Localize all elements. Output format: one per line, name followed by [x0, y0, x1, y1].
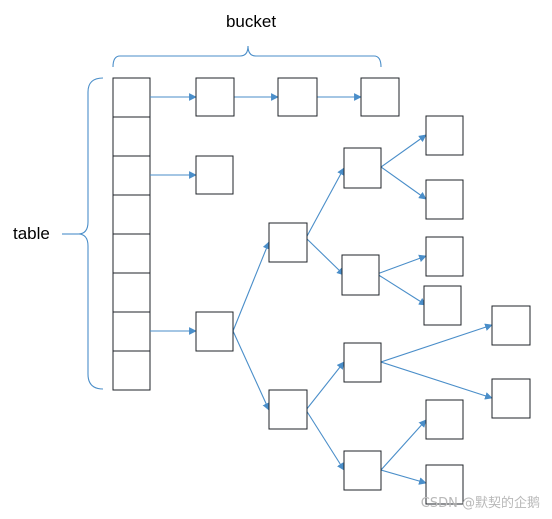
tree-lower-node: [268, 389, 308, 430]
tree-node-a: [343, 147, 382, 189]
table-slot-8: [112, 350, 151, 391]
edge-c-leaf1: [380, 323, 493, 363]
table-brace: [77, 77, 104, 390]
table-slot-1: [112, 77, 151, 118]
table-slot-7: [112, 311, 151, 352]
leaf-node-4: [423, 285, 462, 326]
table-slot-5: [112, 233, 151, 274]
leaf-node-6: [491, 378, 531, 419]
table-slot-6: [112, 272, 151, 313]
list-node-3: [360, 77, 400, 117]
edge-b-leaf1: [376, 254, 427, 275]
edge-upper-b: [305, 237, 345, 276]
edge-a-leaf1: [380, 134, 427, 168]
table-slot-2: [112, 116, 151, 157]
tree-upper-node: [268, 222, 308, 263]
leaf-node-1: [425, 115, 464, 156]
list-node-2: [277, 77, 318, 117]
leaf-node-3: [425, 236, 464, 277]
edge-c-leaf2: [380, 361, 493, 400]
connectors: [150, 93, 493, 485]
tree-root-node: [195, 311, 234, 352]
tree-node-b: [341, 254, 380, 296]
tree-node-c: [343, 342, 382, 383]
leaf-node-5: [491, 305, 531, 346]
edge-a-leaf2: [380, 166, 427, 200]
edge-b-leaf2: [376, 273, 427, 306]
table-slot-4: [112, 194, 151, 235]
leaf-node-2: [425, 179, 464, 220]
watermark-text: CSDN @默契的企鹅: [421, 495, 540, 511]
edge-root-lower: [232, 330, 270, 411]
bucket-label: bucket: [226, 12, 276, 31]
nodes: [195, 77, 531, 505]
table-column: [112, 77, 151, 391]
edge-root-upper: [232, 241, 270, 332]
tree-node-d: [343, 450, 382, 491]
bucket-brace: [112, 45, 382, 68]
leaf-node-8: [425, 464, 464, 505]
slot3-node: [195, 155, 234, 195]
leaf-node-7: [425, 399, 464, 440]
edge-d-leaf1: [380, 419, 427, 471]
edge-upper-a: [305, 167, 345, 239]
edge-lower-b: [305, 409, 345, 471]
list-node-1: [195, 77, 235, 117]
table-slot-3: [112, 155, 151, 196]
edge-lower-a: [305, 361, 345, 411]
edge-d-leaf2: [380, 469, 427, 485]
table-label: table: [13, 224, 50, 243]
